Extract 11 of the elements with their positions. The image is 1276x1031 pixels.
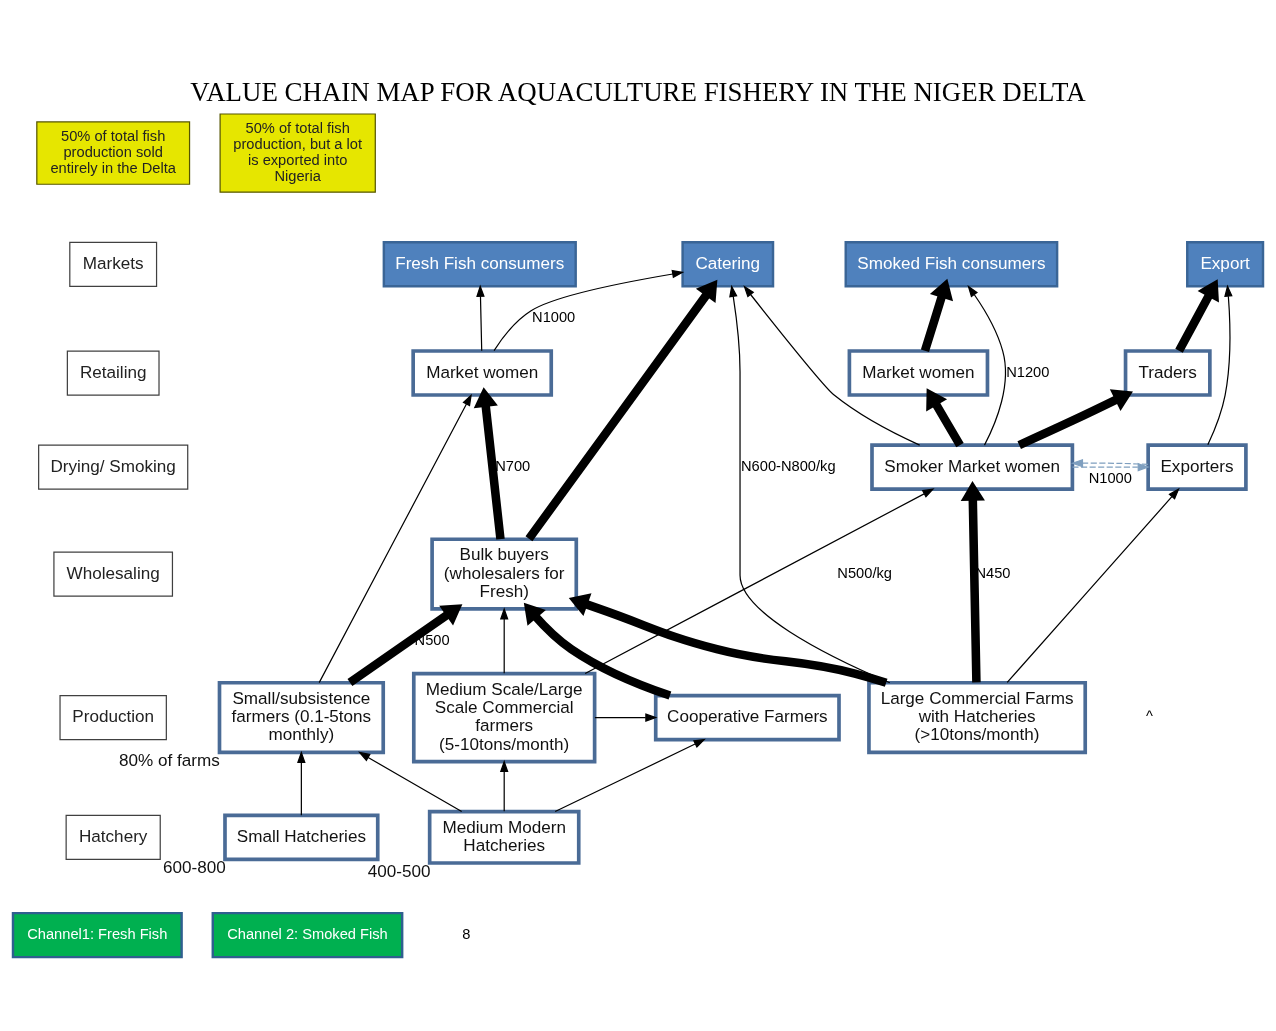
edge-label: N500/kg bbox=[837, 564, 892, 581]
node-label: 600-800 bbox=[163, 857, 226, 877]
label: 8 bbox=[462, 925, 471, 942]
edge-label: N1000 bbox=[532, 308, 576, 325]
label: ^ bbox=[1145, 707, 1153, 724]
diagram-title: VALUE CHAIN MAP FOR AQUACULTURE FISHERY IN THE NIGER DELTA bbox=[190, 76, 1086, 107]
edge-label: N1000 bbox=[1088, 469, 1132, 486]
edge-label: N1200 bbox=[1006, 363, 1050, 380]
node-label: 80% of farms bbox=[119, 750, 220, 770]
edge-label: N700 bbox=[495, 457, 531, 474]
edge-label: N600-N800/kg bbox=[741, 457, 836, 474]
